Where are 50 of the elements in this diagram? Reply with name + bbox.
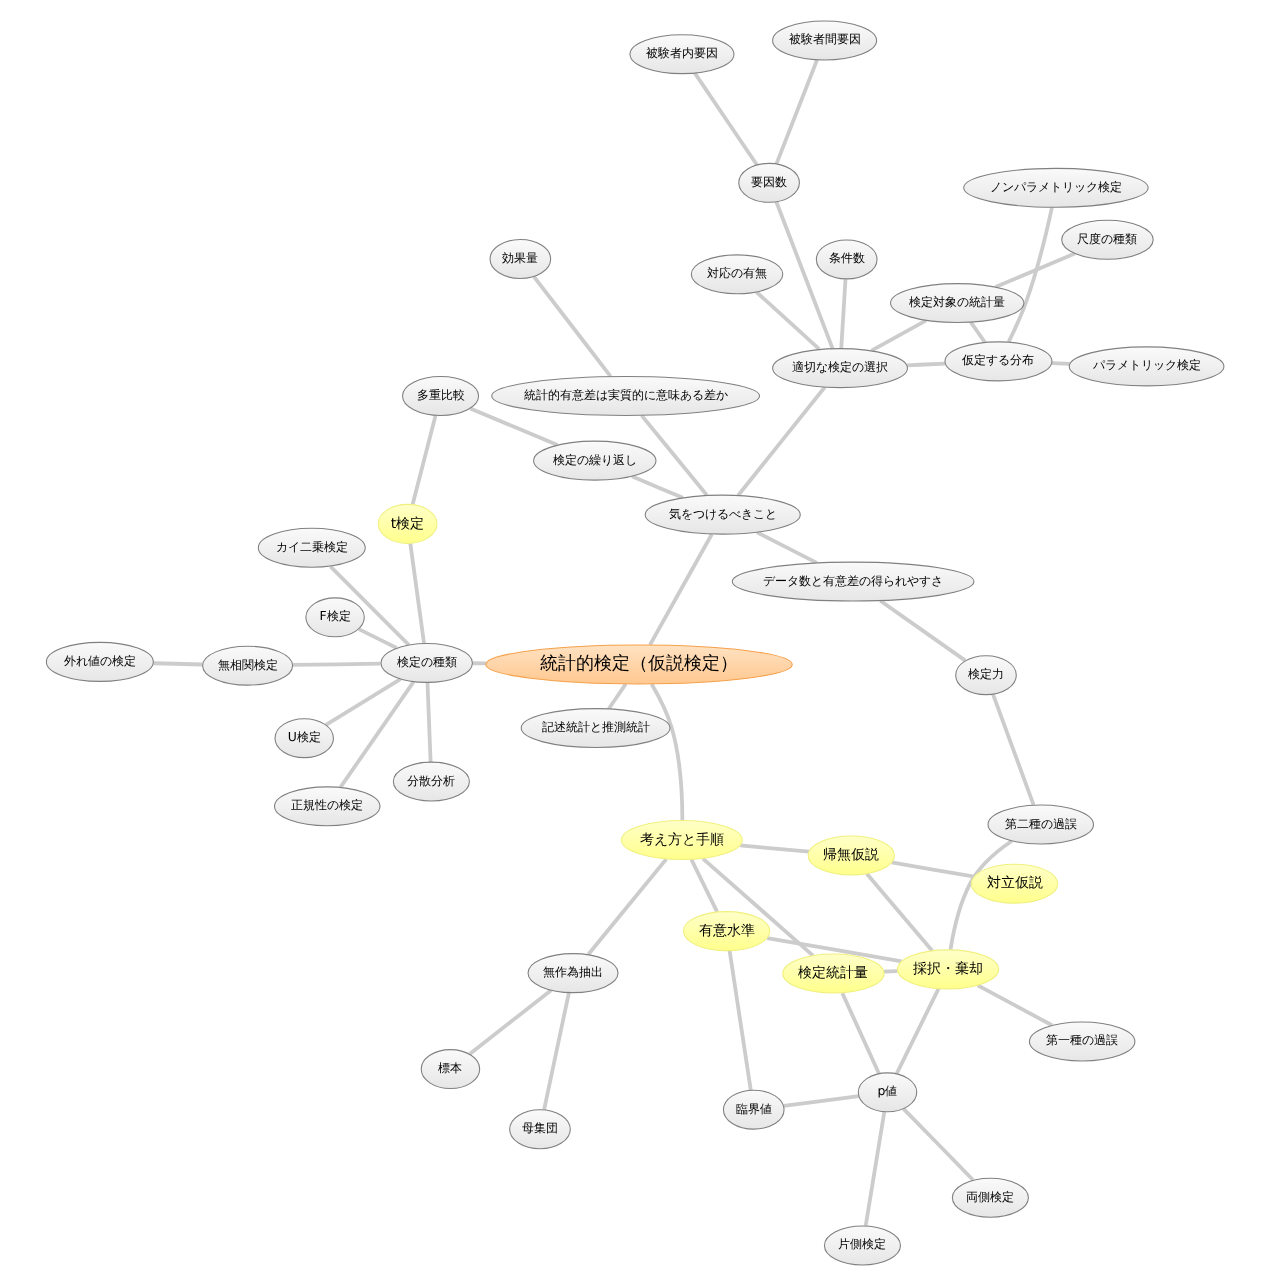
connector bbox=[1051, 361, 1070, 366]
connector bbox=[689, 858, 719, 913]
connector bbox=[991, 693, 1036, 806]
connector bbox=[948, 839, 1013, 951]
connector bbox=[840, 992, 881, 1075]
connector bbox=[542, 992, 571, 1110]
connector bbox=[969, 321, 987, 344]
connector bbox=[976, 983, 1053, 1027]
connector bbox=[410, 414, 438, 505]
connector bbox=[701, 857, 815, 957]
connector bbox=[649, 683, 685, 821]
connector bbox=[774, 59, 819, 165]
connector bbox=[324, 677, 402, 727]
connector bbox=[693, 72, 759, 167]
connector bbox=[839, 279, 848, 349]
connector bbox=[891, 860, 975, 879]
connector bbox=[727, 950, 753, 1091]
connector bbox=[879, 599, 967, 663]
connector bbox=[994, 251, 1076, 289]
connector bbox=[468, 988, 553, 1056]
connector bbox=[870, 318, 928, 353]
connector bbox=[357, 627, 398, 650]
connector bbox=[532, 275, 613, 378]
connector bbox=[408, 543, 426, 644]
connector bbox=[902, 1107, 975, 1182]
connector bbox=[648, 533, 714, 646]
connector bbox=[153, 661, 203, 667]
connector bbox=[329, 565, 411, 647]
connector bbox=[740, 843, 810, 854]
node-ellipse: 統計的検定（仮説検定） bbox=[485, 644, 793, 685]
connector bbox=[863, 1111, 887, 1227]
connector bbox=[472, 661, 486, 666]
connector bbox=[895, 987, 941, 1075]
connector bbox=[586, 857, 668, 956]
connector bbox=[865, 872, 934, 952]
connector bbox=[640, 414, 709, 497]
connector bbox=[292, 661, 381, 667]
connector bbox=[607, 682, 628, 710]
connector bbox=[339, 680, 416, 789]
connector bbox=[631, 474, 684, 500]
connector bbox=[907, 361, 946, 368]
connector bbox=[783, 1094, 860, 1108]
connector bbox=[425, 682, 433, 763]
connector bbox=[736, 386, 827, 497]
connector bbox=[1007, 206, 1054, 343]
connector bbox=[774, 201, 835, 350]
connector bbox=[755, 290, 821, 351]
connector bbox=[469, 406, 559, 447]
connector bbox=[756, 530, 818, 565]
connector bbox=[766, 936, 902, 964]
